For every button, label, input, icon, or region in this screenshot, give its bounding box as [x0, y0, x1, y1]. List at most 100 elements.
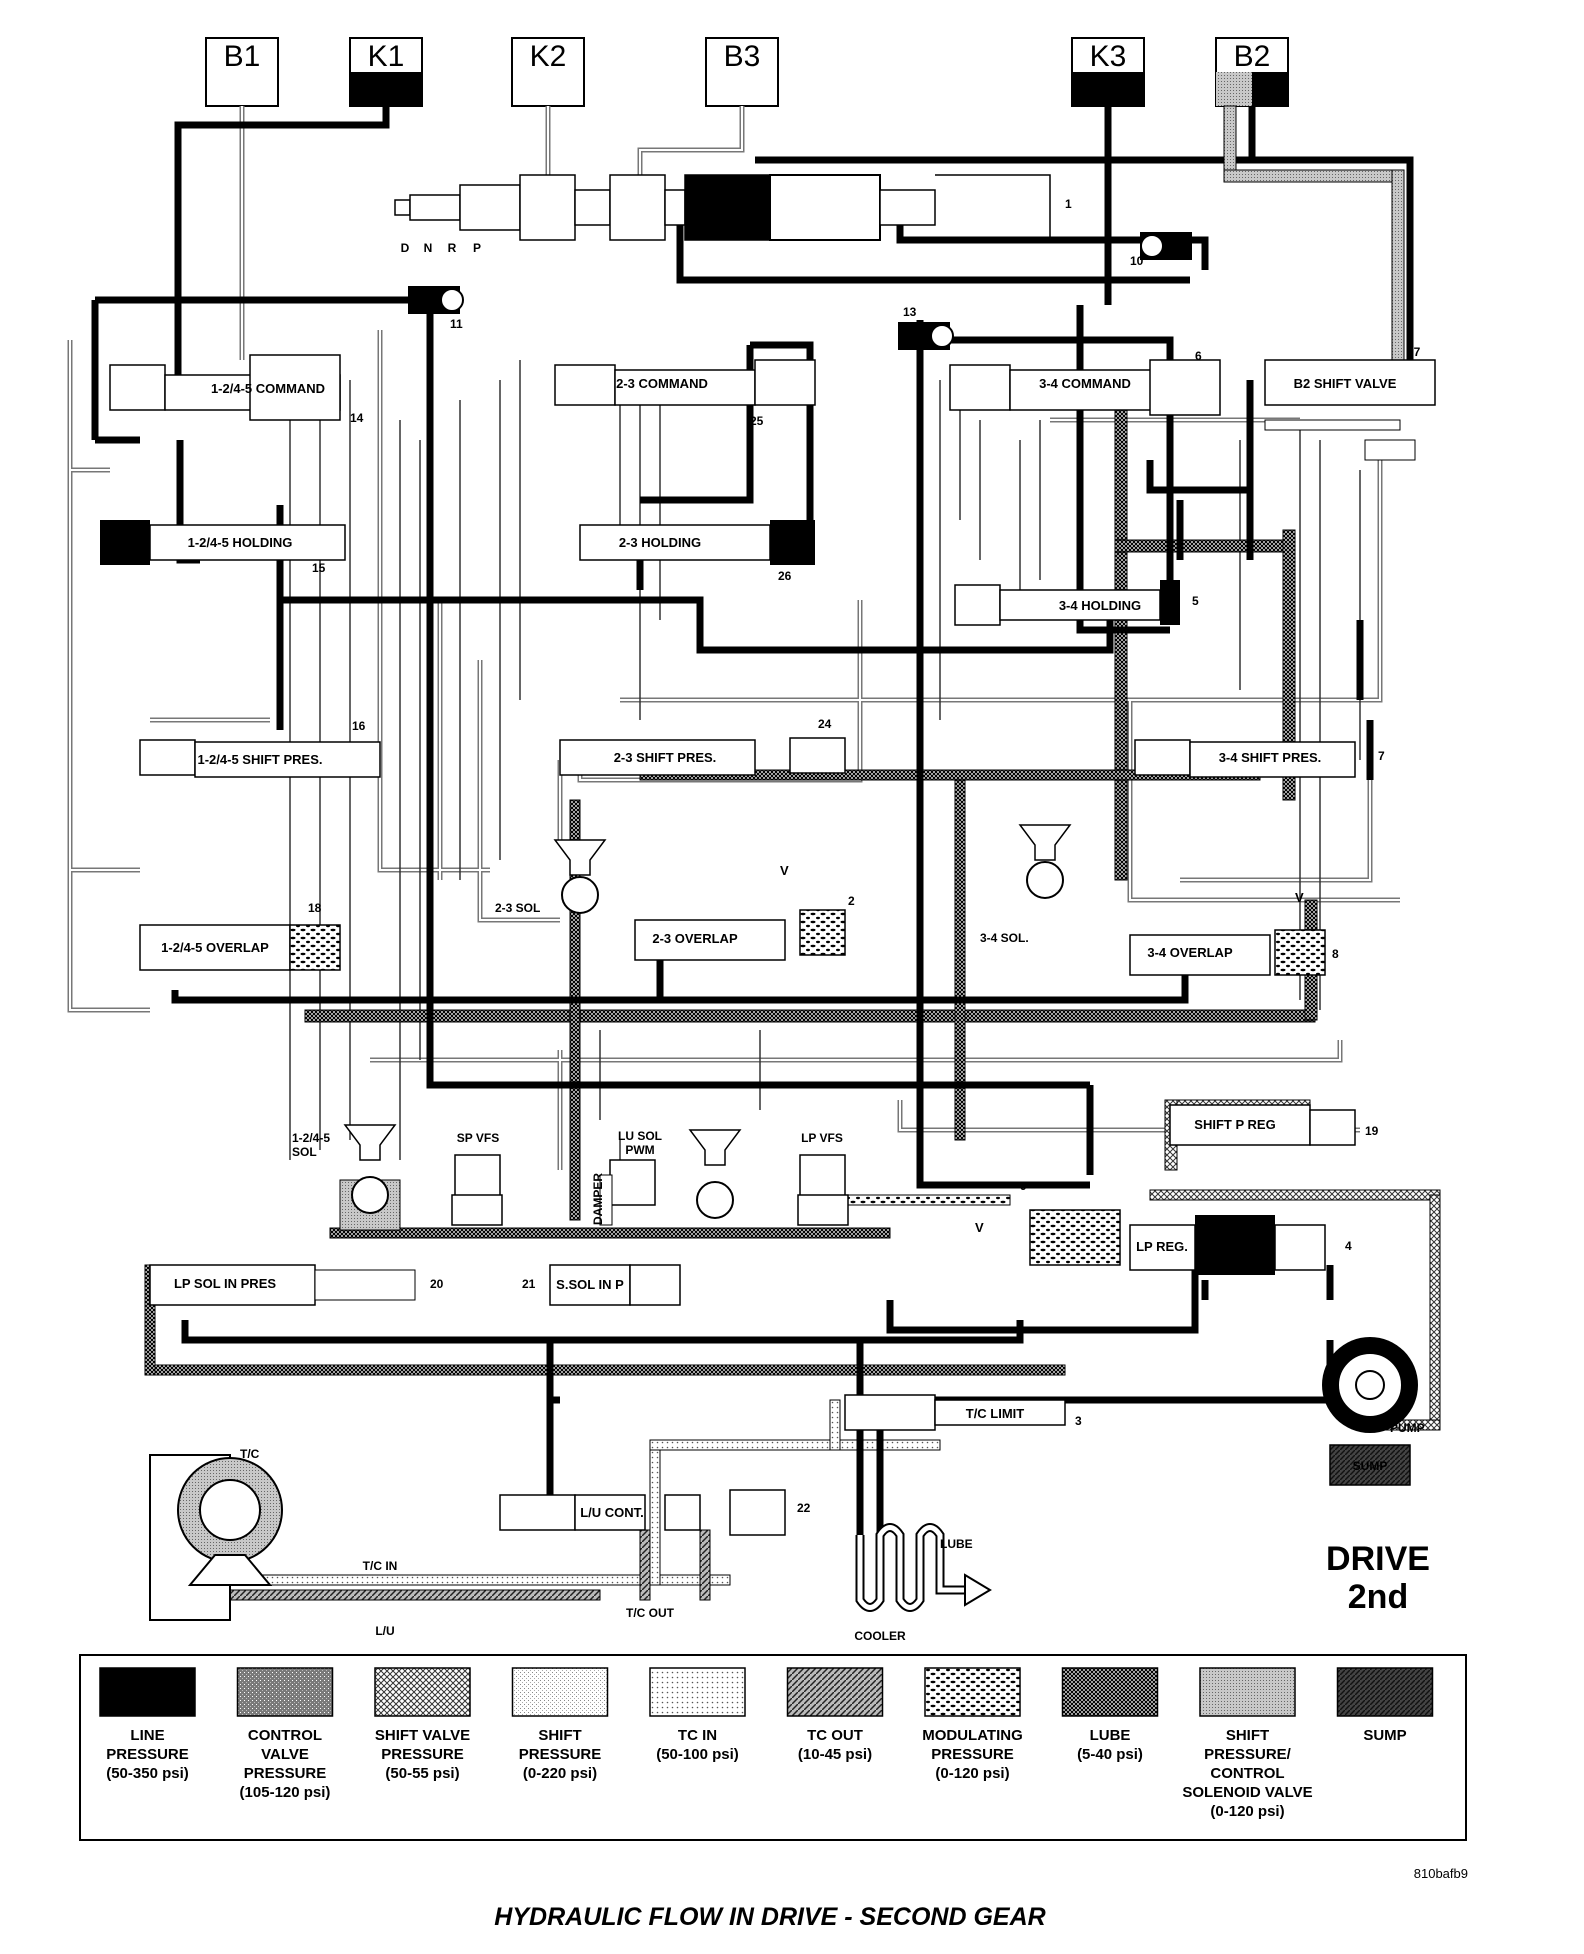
- svg-text:PUMP: PUMP: [1390, 1421, 1425, 1435]
- svg-text:7: 7: [1378, 749, 1385, 763]
- legend-label-shiftsol: PRESSURE/: [1204, 1746, 1292, 1763]
- torque-converter: T/C: [149, 1447, 283, 1621]
- svg-text:9: 9: [1020, 1179, 1027, 1193]
- legend-label-modulating: PRESSURE: [931, 1746, 1014, 1763]
- svg-text:1-2/4-5 OVERLAP: 1-2/4-5 OVERLAP: [161, 940, 269, 955]
- valve-lu-cont: L/U CONT.: [499, 1489, 786, 1536]
- svg-text:19: 19: [1365, 1124, 1379, 1138]
- svg-text:1-2/4-5 COMMAND: 1-2/4-5 COMMAND: [211, 381, 325, 396]
- legend-label-modulating: MODULATING: [922, 1727, 1023, 1744]
- legend-swatch-shiftsol: [1199, 1667, 1296, 1717]
- valve-lp-sol-in-pres: LP SOL IN PRES: [149, 1264, 416, 1306]
- svg-text:L/U: L/U: [375, 1624, 394, 1638]
- svg-text:V: V: [975, 1220, 984, 1235]
- legend-label-shiftsol: CONTROL: [1210, 1765, 1284, 1782]
- shift-valve-passages: [1149, 105, 1441, 1431]
- svg-text:3-4 OVERLAP: 3-4 OVERLAP: [1147, 945, 1233, 960]
- legend-swatch-tcout: [786, 1667, 884, 1717]
- svg-text:LUBE: LUBE: [940, 1537, 973, 1551]
- svg-text:3-4 SOL.: 3-4 SOL.: [980, 931, 1029, 945]
- legend-label-shift: PRESSURE: [519, 1746, 602, 1763]
- valve-23-command: 2-3 COMMAND: [554, 359, 816, 406]
- valve-1245-command: 1-2/4-5 COMMAND: [109, 354, 341, 421]
- svg-text:SP VFS: SP VFS: [457, 1131, 499, 1145]
- legend-swatch-line: [99, 1667, 196, 1717]
- valve-1245-holding: 1-2/4-5 HOLDING: [100, 520, 346, 565]
- valve-s-sol-in-p: S.SOL IN P: [549, 1264, 681, 1306]
- valve-34-command: 3-4 COMMAND: [949, 359, 1221, 416]
- legend-label-control: PRESSURE: [244, 1765, 327, 1782]
- svg-text:V: V: [780, 863, 789, 878]
- svg-text:1-2/4-5 SHIFT PRES.: 1-2/4-5 SHIFT PRES.: [198, 752, 323, 767]
- legend-label-control: (105-120 psi): [240, 1784, 331, 1801]
- svg-text:3-4 HOLDING: 3-4 HOLDING: [1059, 598, 1141, 613]
- svg-text:B2: B2: [1234, 40, 1271, 73]
- svg-text:R: R: [448, 241, 457, 255]
- legend-label-shiftvalve: (50-55 psi): [385, 1765, 459, 1782]
- svg-text:B2 SHIFT VALVE: B2 SHIFT VALVE: [1294, 376, 1397, 391]
- svg-text:24: 24: [818, 717, 832, 731]
- svg-text:K1: K1: [368, 40, 405, 73]
- legend-swatch-shiftvalve: [374, 1667, 471, 1717]
- reservoir-b3: B3: [705, 37, 779, 107]
- svg-text:10: 10: [1130, 254, 1144, 268]
- solenoid-lp-vfs: LP VFS: [797, 1131, 849, 1226]
- svg-text:T/C: T/C: [240, 1447, 260, 1461]
- reservoir-k1: K1: [349, 37, 423, 107]
- svg-text:8: 8: [1332, 947, 1339, 961]
- svg-text:27: 27: [1407, 345, 1421, 359]
- svg-text:21: 21: [522, 1277, 536, 1291]
- legend-label-shiftvalve: PRESSURE: [381, 1746, 464, 1763]
- svg-text:2-3 COMMAND: 2-3 COMMAND: [616, 376, 708, 391]
- line-pressure-passages: [91, 106, 1414, 1560]
- legend-swatch-modulating: [924, 1667, 1021, 1717]
- legend-label-control: VALVE: [261, 1746, 309, 1763]
- reservoir-b2: B2: [1215, 37, 1289, 107]
- svg-text:L/U CONT.: L/U CONT.: [580, 1505, 644, 1520]
- svg-text:4: 4: [1345, 1239, 1352, 1253]
- valve-1245-overlap: 1-2/4-5 OVERLAP: [139, 924, 341, 971]
- svg-text:15: 15: [312, 561, 326, 575]
- svg-text:3: 3: [1075, 1414, 1082, 1428]
- svg-text:18: 18: [308, 901, 322, 915]
- svg-text:2nd: 2nd: [1348, 1578, 1408, 1616]
- legend-label-shift: SHIFT: [538, 1727, 581, 1744]
- legend-label-tcout: (10-45 psi): [798, 1746, 872, 1763]
- svg-text:T/C OUT: T/C OUT: [626, 1606, 675, 1620]
- modulating-passages: [829, 1194, 1121, 1266]
- legend-swatch-control: [236, 1667, 334, 1717]
- solenoid-lu-main: [688, 1129, 742, 1219]
- legend-label-tcout: TC OUT: [807, 1727, 863, 1744]
- svg-text:26: 26: [778, 569, 792, 583]
- check-balls: [408, 232, 1192, 350]
- svg-text:22: 22: [797, 1501, 811, 1515]
- svg-text:20: 20: [430, 1277, 444, 1291]
- legend-label-line: PRESSURE: [106, 1746, 189, 1763]
- svg-text:2-3 SOL: 2-3 SOL: [495, 901, 540, 915]
- svg-text:T/C LIMIT: T/C LIMIT: [966, 1406, 1025, 1421]
- svg-text:14: 14: [350, 411, 364, 425]
- legend-label-shiftsol: SHIFT: [1226, 1727, 1269, 1744]
- svg-text:2-3 SHIFT PRES.: 2-3 SHIFT PRES.: [614, 750, 717, 765]
- svg-text:1-2/4-5 HOLDING: 1-2/4-5 HOLDING: [188, 535, 293, 550]
- valve-1245-shift-pres: 1-2/4-5 SHIFT PRES.: [139, 739, 381, 778]
- passage-labels: T/C IN T/C OUT L/U: [363, 1559, 675, 1638]
- manual-valve: D N R P 1: [394, 174, 1072, 255]
- svg-text:D: D: [401, 241, 410, 255]
- svg-text:1: 1: [1065, 197, 1072, 211]
- svg-text:DAMPER: DAMPER: [591, 1173, 605, 1225]
- svg-text:11: 11: [450, 317, 463, 331]
- svg-text:V: V: [1295, 890, 1304, 905]
- cooler: COOLER LUBE: [854, 1523, 992, 1643]
- svg-text:B3: B3: [724, 40, 761, 73]
- svg-text:2: 2: [848, 894, 855, 908]
- valve-b2-shift: B2 SHIFT VALVE: [1264, 359, 1436, 461]
- valve-23-overlap: 2-3 OVERLAP: [634, 909, 846, 961]
- legend-label-control: CONTROL: [248, 1727, 322, 1744]
- legend-label-shift: (0-220 psi): [523, 1765, 597, 1782]
- legend-swatch-lube: [1061, 1667, 1159, 1717]
